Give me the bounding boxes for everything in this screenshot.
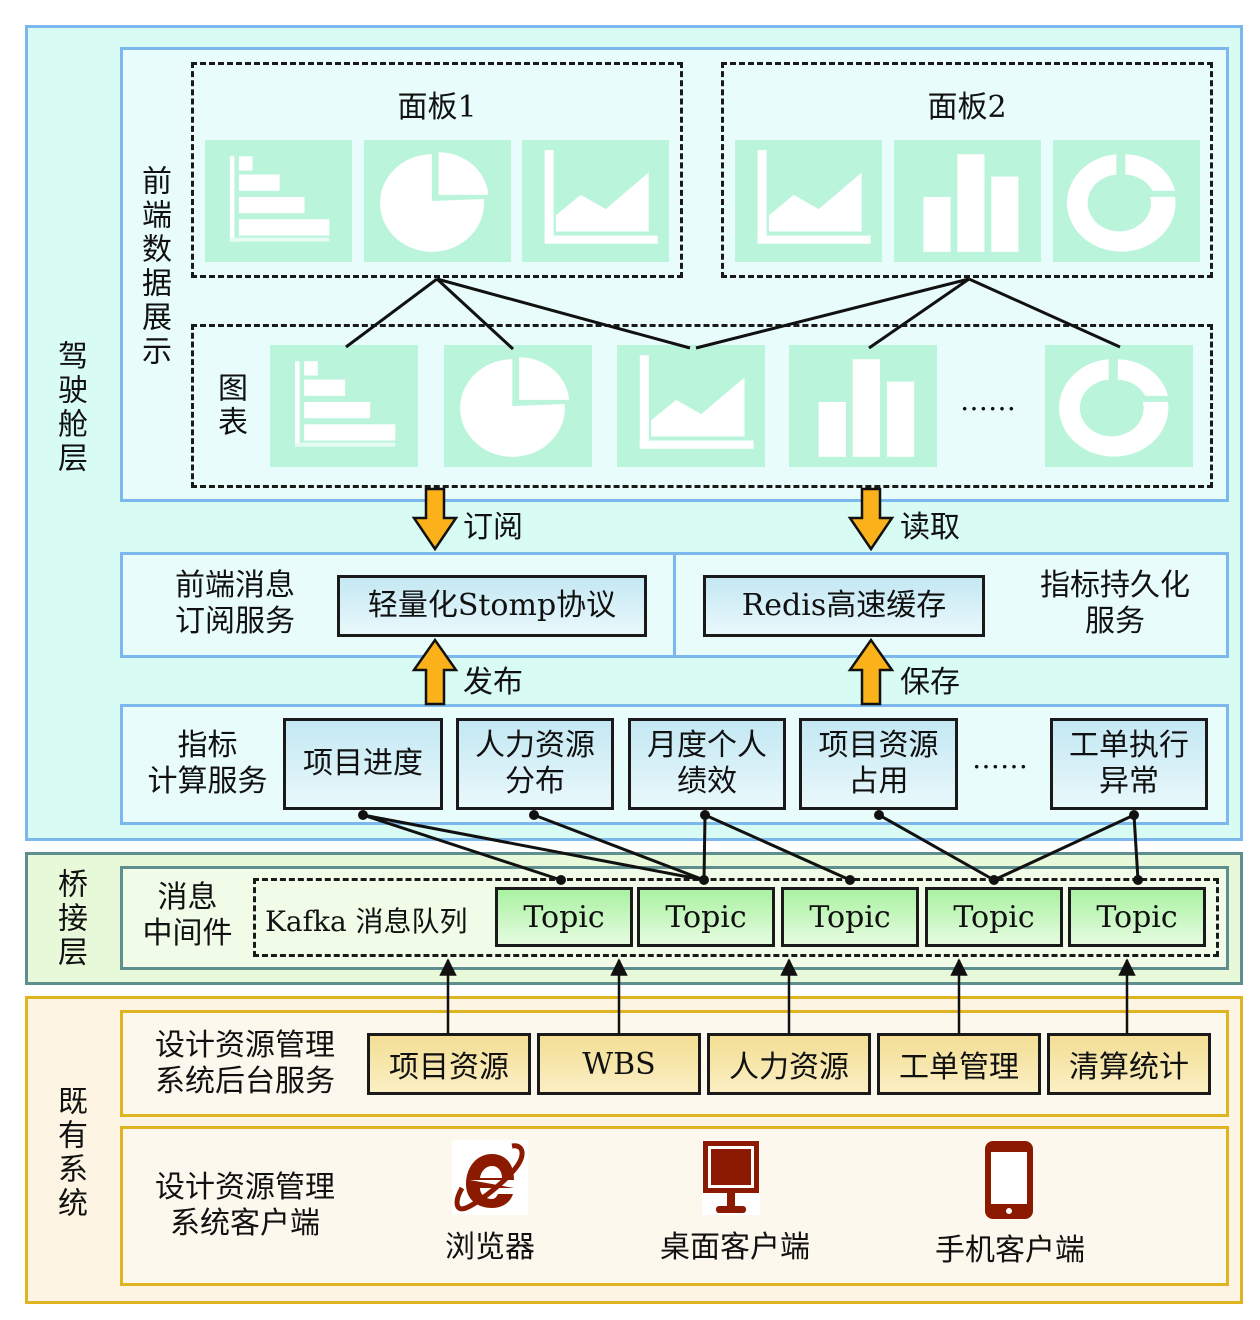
desktop-client-label: 桌面客户端 [660,1230,810,1265]
publish-arrow-label: 发布 [463,665,523,700]
metric-box-line: 异常 [1099,764,1159,799]
backend-module-box[interactable]: 项目资源 [367,1033,531,1095]
kafka-topic-box[interactable]: Topic [495,887,633,947]
backend-module-box[interactable]: 人力资源 [707,1033,871,1095]
label-line: 指标持久化 [1040,568,1190,603]
donut-chart-icon [1059,359,1169,457]
backend-module-box[interactable]: WBS [537,1033,701,1095]
chart-tile[interactable] [444,345,592,467]
bar-horizontal-chart-icon [295,361,396,447]
kafka-topic-box[interactable]: Topic [925,887,1063,947]
metric-box[interactable]: 项目资源占用 [799,718,958,810]
desktop-monitor-icon[interactable] [702,1140,760,1215]
metric-calculation-label: 指标 计算服务 [135,728,280,800]
metric-box-line: 绩效 [677,764,737,799]
bar-chart-icon [818,359,915,457]
chart-tile[interactable] [364,140,511,262]
label-line: 消息 [157,880,218,915]
pie-chart-icon [460,357,570,457]
frontend-message-service-label: 前端消息 订阅服务 [150,568,320,640]
chart-tile[interactable] [617,345,765,467]
read-arrow-label: 读取 [900,510,960,545]
kafka-topic-box[interactable]: Topic [1068,887,1206,947]
panel-2-title: 面板2 [927,90,1007,125]
dashboard-panel-1[interactable] [191,62,683,278]
area-chart-icon [639,355,754,449]
backend-module-box[interactable]: 清算统计 [1047,1033,1211,1095]
bar-horizontal-chart-icon [229,156,330,242]
label-line: 服务 [1085,604,1145,639]
chart-tile[interactable] [270,345,418,467]
metric-persistence-service-label: 指标持久化 服务 [1025,568,1205,640]
bridge-layer-label: 桥接层 [52,868,87,970]
metric-box[interactable]: 月度个人绩效 [628,718,786,810]
subscribe-arrow-label: 订阅 [463,510,523,545]
label-line: 系统后台服务 [155,1064,335,1099]
kafka-queue-label: Kafka 消息队列 [265,905,468,938]
chart-tile[interactable] [522,140,669,262]
label-line: 系统客户端 [170,1206,320,1241]
kafka-topic-box[interactable]: Topic [637,887,775,947]
label-line: 指标 [177,728,238,763]
chart-tile[interactable] [894,140,1041,262]
chart-library-label: 图表 [212,372,247,440]
browser-label: 浏览器 [445,1230,535,1265]
chart-tile[interactable] [1053,140,1200,262]
frontend-display-label: 前端数据展示 [136,165,171,369]
backend-services-panel [120,1010,1229,1117]
label-line: 前端消息 [175,568,295,603]
clients-label: 设计资源管理 系统客户端 [140,1170,350,1242]
label-line: 计算服务 [147,764,268,799]
chart-tile[interactable] [205,140,352,262]
panel-1-title: 面板1 [397,90,477,125]
area-chart-icon [544,150,658,244]
chart-tile[interactable] [735,140,882,262]
mobile-client-label: 手机客户端 [935,1233,1085,1268]
metric-box[interactable]: 人力资源分布 [456,718,614,810]
label-line: 设计资源管理 [155,1170,335,1205]
chart-library-ellipsis: …… [960,384,1016,417]
chart-tile[interactable] [789,345,937,467]
save-arrow-label: 保存 [900,665,960,700]
label-line: 订阅服务 [175,604,295,639]
metric-box-line: 占用 [848,764,909,799]
metric-ellipsis: …… [972,742,1028,775]
donut-chart-icon [1066,154,1176,252]
stomp-protocol-box[interactable]: 轻量化Stomp协议 [337,575,647,637]
legacy-system-layer-label: 既有系统 [52,1085,87,1221]
metric-box-line: 项目进度 [303,746,423,781]
redis-cache-box[interactable]: Redis高速缓存 [703,575,985,637]
label-line: 设计资源管理 [155,1028,335,1063]
metric-box-line: 人力资源 [475,728,595,763]
chart-tile[interactable] [1045,345,1193,467]
backend-module-box[interactable]: 工单管理 [877,1033,1041,1095]
backend-services-label: 设计资源管理 系统后台服务 [140,1028,350,1100]
kafka-topic-box[interactable]: Topic [781,887,919,947]
pie-chart-icon [380,152,489,252]
metric-box[interactable]: 项目进度 [283,718,443,810]
metric-box-line: 工单执行 [1069,728,1189,763]
metric-box-line: 月度个人 [647,728,767,763]
clients-panel [120,1126,1229,1286]
area-chart-icon [757,150,871,244]
bar-chart-icon [923,154,1019,252]
metric-box-line: 项目资源 [818,728,939,763]
metric-box-line: 分布 [505,764,565,799]
dashboard-panel-2[interactable] [721,62,1213,278]
label-line: 中间件 [142,916,233,951]
message-middleware-label: 消息 中间件 [135,880,240,952]
browser-icon[interactable] [452,1140,528,1215]
cockpit-layer-label: 驾驶舱层 [52,340,87,476]
mobile-phone-icon[interactable] [983,1140,1035,1220]
metric-box[interactable]: 工单执行异常 [1050,718,1208,810]
